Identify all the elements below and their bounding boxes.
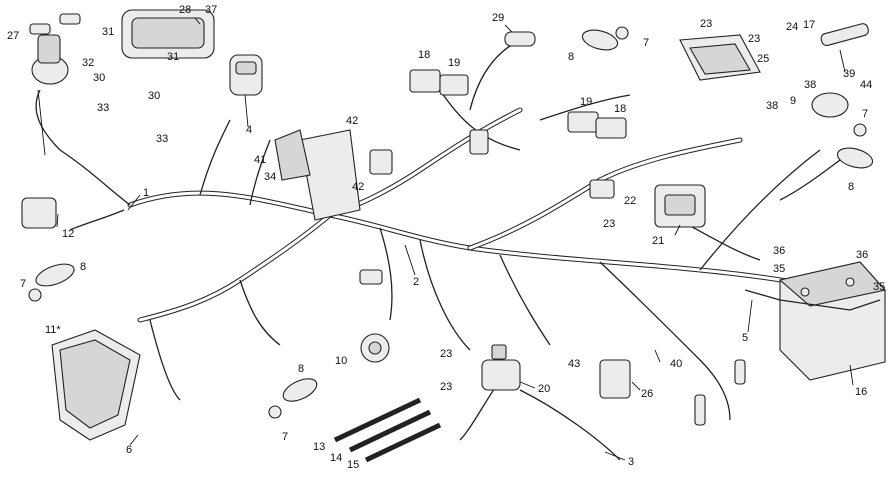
- spark-plug-cap: [694, 359, 746, 426]
- callout-30-left: 30: [93, 72, 105, 84]
- callout-3: 3: [628, 456, 634, 468]
- callout-36-right: 36: [856, 249, 868, 261]
- callout-8-rear-left: 8: [568, 51, 574, 63]
- callout-23-b: 23: [748, 33, 760, 45]
- callout-10: 10: [335, 355, 347, 367]
- callout-32: 32: [82, 57, 94, 69]
- connector-group: [359, 69, 627, 285]
- sensor: [504, 31, 536, 47]
- callout-30-right: 30: [148, 90, 160, 102]
- callout-8-rear-right: 8: [848, 181, 854, 193]
- control-unit: [274, 129, 361, 221]
- callout-27: 27: [7, 30, 19, 42]
- callout-15: 15: [347, 459, 359, 471]
- callout-28: 28: [179, 4, 191, 16]
- callout-labels: 1 2 3 4 5 6 7 7 7 7 8 8 8 8 9 10 11* 12 …: [7, 4, 885, 471]
- callout-8-front-right: 8: [298, 363, 304, 375]
- callout-23-d: 23: [440, 348, 452, 360]
- callout-22: 22: [624, 195, 636, 207]
- horn: [360, 333, 390, 363]
- callout-35-right: 35: [873, 281, 885, 293]
- main-harness: [35, 39, 843, 461]
- callout-4: 4: [246, 124, 252, 136]
- callout-19-left: 19: [448, 57, 460, 69]
- callout-36-left: 36: [773, 245, 785, 257]
- ignition-coil: [481, 344, 521, 391]
- leader-lines: [37, 17, 854, 461]
- callout-2: 2: [413, 276, 419, 288]
- starter-relay: [654, 184, 706, 228]
- callout-31-right: 31: [167, 51, 179, 63]
- headlight: [51, 329, 141, 441]
- callout-7-rear-right: 7: [862, 108, 868, 120]
- callout-33-right: 33: [156, 133, 168, 145]
- callout-12: 12: [62, 228, 74, 240]
- callout-1: 1: [143, 187, 149, 199]
- cable-ties: [333, 397, 442, 463]
- callout-5: 5: [742, 332, 748, 344]
- callout-42-top: 42: [346, 115, 358, 127]
- flasher-unit: [21, 197, 57, 229]
- callout-6: 6: [126, 444, 132, 456]
- callout-7-front-right: 7: [282, 431, 288, 443]
- callout-7-rear-left: 7: [643, 37, 649, 49]
- callout-35-left: 35: [773, 263, 785, 275]
- callout-41: 41: [254, 154, 266, 166]
- callout-9: 9: [790, 95, 796, 107]
- callout-23-e: 23: [440, 381, 452, 393]
- callout-18-right: 18: [614, 103, 626, 115]
- callout-34: 34: [264, 171, 276, 183]
- callout-43: 43: [568, 358, 580, 370]
- voltage-regulator: [679, 34, 761, 81]
- relay: [599, 359, 631, 399]
- callout-29: 29: [492, 12, 504, 24]
- callout-38-bottom: 38: [766, 100, 778, 112]
- callout-38-top: 38: [804, 79, 816, 91]
- callout-16: 16: [855, 386, 867, 398]
- battery-bracket: [744, 289, 881, 311]
- callout-11: 11*: [45, 324, 61, 336]
- callout-31-left: 31: [102, 26, 114, 38]
- indicator-front-left: [35, 263, 75, 287]
- callout-39: 39: [843, 68, 855, 80]
- callout-26: 26: [641, 388, 653, 400]
- tail-light: [811, 23, 869, 118]
- callout-21: 21: [652, 235, 664, 247]
- indicator-front-right: [282, 378, 318, 402]
- callout-23-c: 23: [603, 218, 615, 230]
- bulbs: [28, 26, 867, 419]
- callout-33-left: 33: [97, 102, 109, 114]
- callout-23-a: 23: [700, 18, 712, 30]
- instrument-panel: [121, 9, 215, 59]
- callout-42-bottom: 42: [352, 181, 364, 193]
- callout-19-right: 19: [580, 96, 592, 108]
- callout-25: 25: [757, 53, 769, 65]
- callout-17: 17: [803, 19, 815, 31]
- callout-14: 14: [330, 452, 342, 464]
- ignition-switch: [29, 13, 81, 85]
- battery: [778, 261, 887, 381]
- callout-44: 44: [860, 79, 872, 91]
- callout-24: 24: [786, 21, 798, 33]
- indicator-rear-left: [581, 29, 619, 51]
- callout-40: 40: [670, 358, 682, 370]
- handlebar-switch: [229, 54, 263, 96]
- callout-20: 20: [538, 383, 550, 395]
- callout-13: 13: [313, 441, 325, 453]
- callout-18-left: 18: [418, 49, 430, 61]
- indicator-rear-right: [836, 147, 874, 169]
- callout-37: 37: [205, 4, 217, 16]
- callout-8-front-left: 8: [80, 261, 86, 273]
- callout-7-front-left: 7: [20, 278, 26, 290]
